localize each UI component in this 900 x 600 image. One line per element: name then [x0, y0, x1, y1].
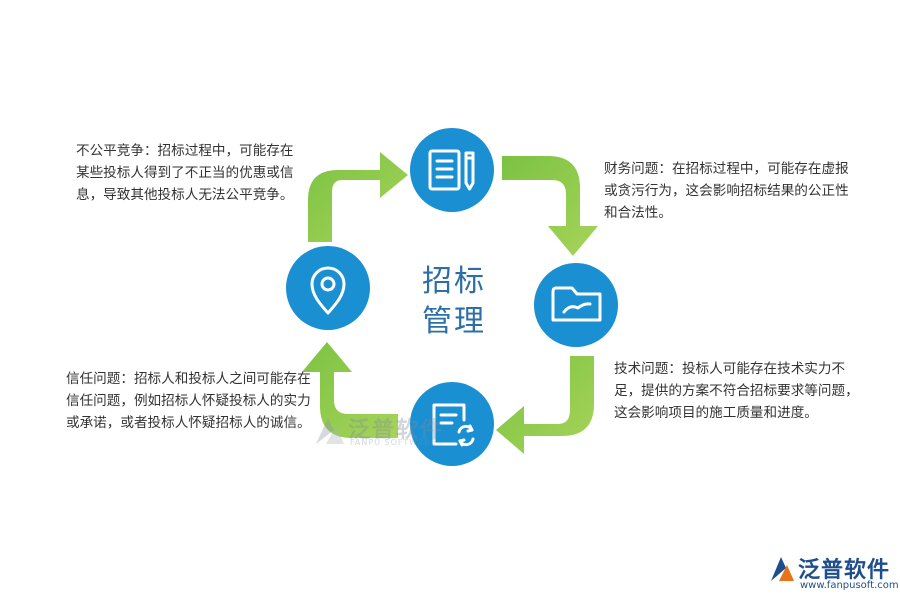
folder-icon — [551, 286, 602, 322]
document-refresh-icon — [432, 403, 475, 447]
node-left — [286, 246, 370, 330]
brand-logo-icon — [771, 557, 794, 581]
arrow-bottom-to-left — [302, 342, 398, 438]
description-financial-issue: 财务问题：在招标过程中，可能存在虚报或贪污行为，这会影响招标结果的公正性和合法性… — [604, 161, 849, 221]
node-right — [534, 263, 618, 347]
watermark-text-en: FANPU SOFTWARE — [350, 438, 437, 447]
description-trust-issue: 信任问题：招标人和投标人之间可能存在信任问题，例如招标人怀疑投标人的实力或承诺，… — [66, 371, 311, 431]
brand-logo-text: 泛普软件 — [798, 558, 891, 583]
arrow-top-to-right — [502, 156, 598, 256]
arrow-right-to-bottom — [496, 356, 594, 454]
description-unfair-competition: 不公平竞争：招标过程中，可能存在某些投标人得到了不正当的优惠或信息，导致其他投标… — [76, 143, 294, 203]
node-bottom — [410, 382, 494, 466]
center-title-line2: 管理 — [422, 304, 486, 339]
location-pin-icon — [310, 266, 346, 315]
center-title: 招标 管理 — [412, 262, 496, 342]
brand-logo[interactable]: 泛普软件 www.fanpusoft.com — [768, 552, 899, 596]
description-technical-issue: 技术问题：投标人可能存在技术实力不足，提供的方案不符合招标要求等问题，这会影响项… — [614, 361, 859, 421]
arrow-left-to-top — [308, 152, 408, 242]
watermark-text-cn: 泛普软件 — [348, 418, 445, 443]
watermark-logo-icon — [316, 418, 344, 444]
document-pencil-icon — [428, 149, 475, 191]
brand-logo-url[interactable]: www.fanpusoft.com — [800, 580, 899, 591]
center-title-line1: 招标 — [422, 264, 486, 299]
watermark: 泛普软件 FANPU SOFTWARE — [312, 412, 462, 452]
node-top — [410, 128, 494, 212]
